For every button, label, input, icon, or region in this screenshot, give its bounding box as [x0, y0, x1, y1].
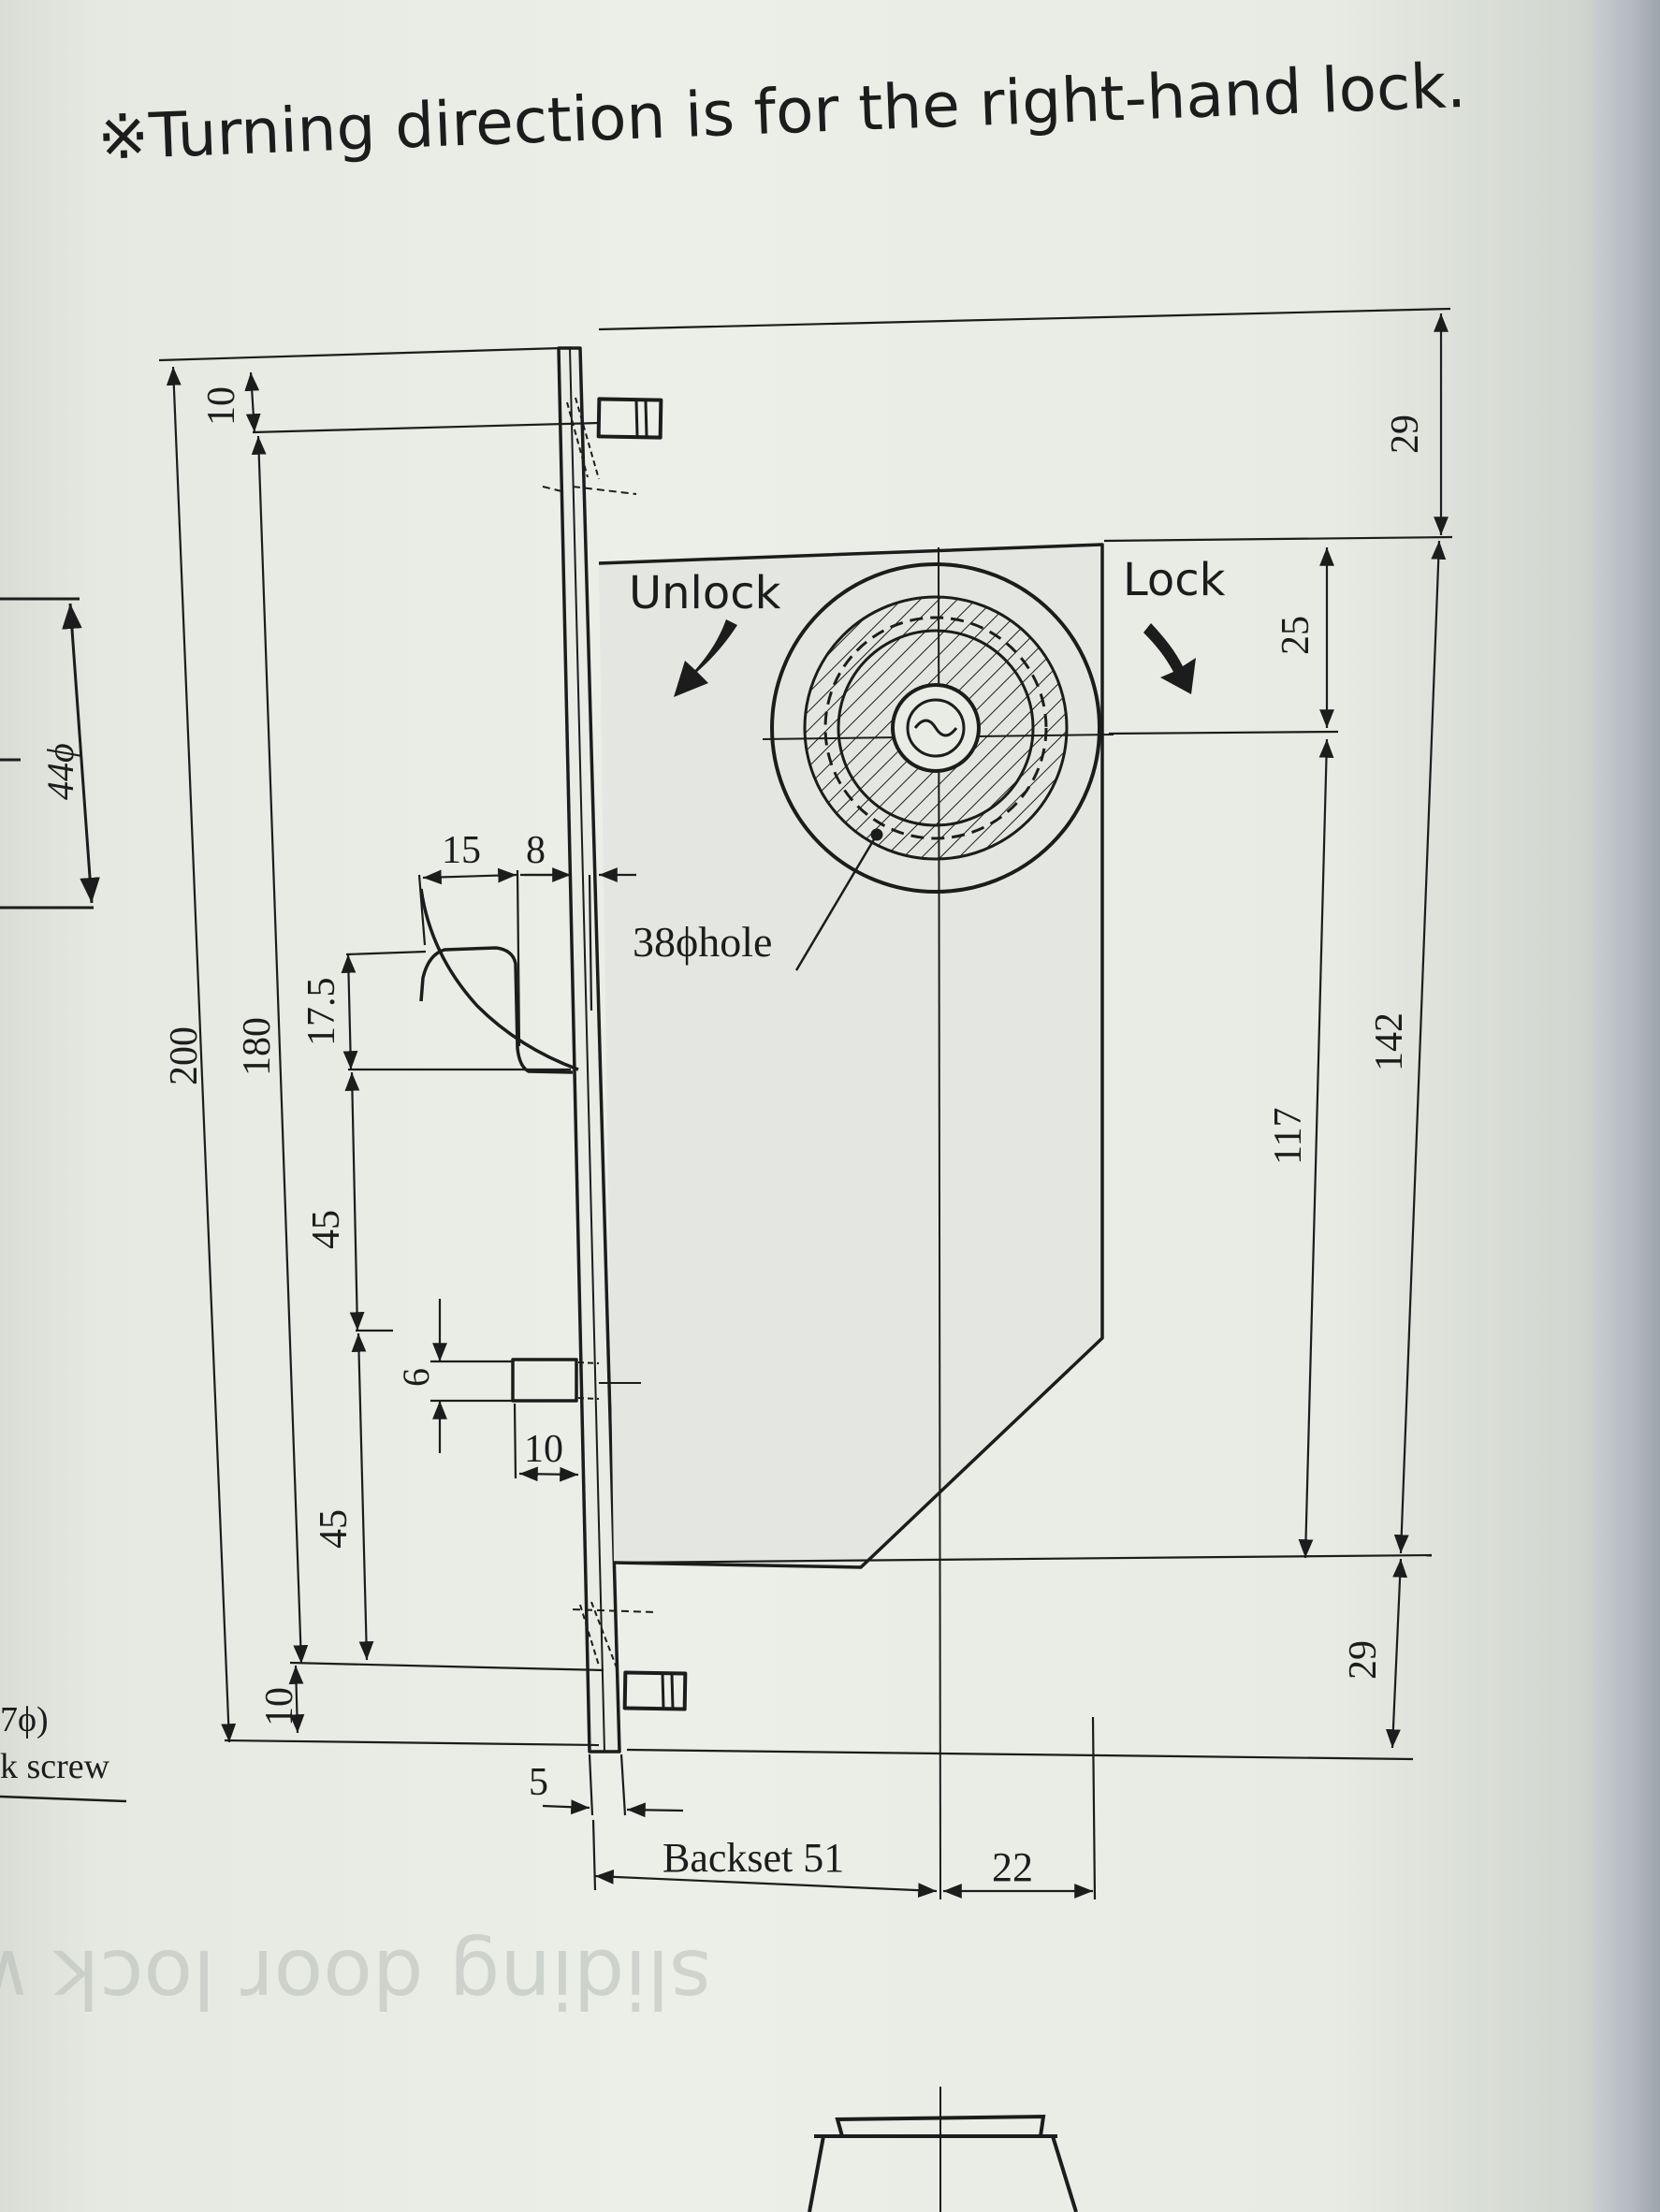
dim-8: 8 — [526, 829, 546, 872]
dim-180: 180 — [236, 1017, 279, 1076]
next-figure-partial — [808, 2087, 1078, 2212]
dim-200: 200 — [163, 1026, 206, 1085]
unlock-arrow-icon — [674, 619, 737, 697]
unlock-label: Unlock — [629, 567, 781, 619]
bottom-screw — [622, 1670, 688, 1711]
side-diameter-label: 44ϕ — [39, 743, 81, 800]
latch-bolt — [423, 912, 576, 1067]
dim-22: 22 — [992, 1844, 1033, 1890]
dim-10-top: 10 — [200, 386, 243, 426]
dim-5: 5 — [529, 1761, 548, 1804]
dim-29-top: 29 — [1384, 415, 1427, 454]
dim-10-bottom: 10 — [258, 1687, 301, 1726]
lock-body-drawing — [419, 346, 1196, 1900]
hole-label: 38ϕhole — [633, 918, 772, 966]
dim-45-a: 45 — [305, 1210, 348, 1249]
dim-45-b: 45 — [313, 1509, 356, 1549]
side-label-1: 7ϕ) — [0, 1700, 49, 1739]
top-screw — [596, 397, 663, 440]
cylinder-outer — [770, 562, 1101, 894]
faceplate — [557, 346, 621, 1754]
page-edge — [1594, 0, 1660, 2212]
lock-label: Lock — [1123, 554, 1226, 606]
dim-10-mid: 10 — [524, 1428, 563, 1471]
dim-29-bottom: 29 — [1342, 1640, 1385, 1680]
side-label-2: k screw — [0, 1747, 110, 1786]
page-heading: ※Turning direction is for the right-hand… — [96, 50, 1467, 174]
dim-25: 25 — [1274, 616, 1318, 655]
bleed-through-text: sliding door lock with double — [0, 1931, 711, 2025]
side-figure — [0, 597, 127, 1803]
dim-6: 6 — [395, 1368, 437, 1387]
lock-arrow-icon — [1143, 623, 1196, 694]
dim-142: 142 — [1368, 1012, 1411, 1071]
dim-117: 117 — [1267, 1108, 1310, 1165]
dim-15: 15 — [442, 829, 481, 872]
deadbolt — [511, 1358, 578, 1403]
dimension-lines — [158, 307, 1453, 1900]
dim-17-5: 17.5 — [300, 978, 343, 1047]
backset-label: Backset 51 — [663, 1835, 844, 1881]
